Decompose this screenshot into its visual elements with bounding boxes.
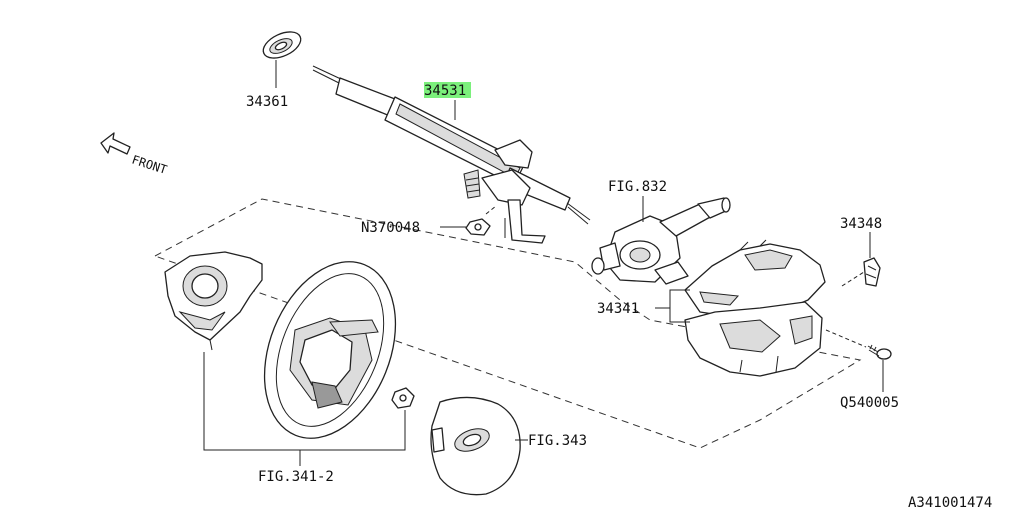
steering-column-shaft (312, 65, 591, 244)
clip-part (841, 232, 881, 287)
label-n370048: N370048 (361, 220, 420, 236)
combination-switch (591, 196, 731, 285)
front-arrow-icon (100, 132, 131, 155)
airbag-module (430, 396, 521, 496)
column-seal (262, 31, 302, 88)
label-highlight (424, 82, 471, 98)
label-34341: 34341 (597, 301, 639, 317)
steering-wheel-rear-cover (164, 251, 263, 351)
page-code: A341001474 (908, 495, 992, 511)
bolt-part (825, 329, 892, 392)
label-34348: 34348 (840, 216, 882, 232)
label-fig-343: FIG.343 (528, 433, 587, 449)
label-fig-832: FIG.832 (608, 179, 667, 195)
label-front: FRONT (130, 153, 169, 177)
wheel-nut (391, 387, 415, 409)
label-34531: 34531 (424, 83, 466, 99)
nut-part (440, 205, 497, 236)
label-q540005: Q540005 (840, 395, 899, 411)
label-fig-341-2: FIG.341-2 (258, 469, 334, 485)
column-cover (684, 239, 826, 377)
label-34361: 34361 (246, 94, 288, 110)
steering-wheel (263, 261, 397, 439)
